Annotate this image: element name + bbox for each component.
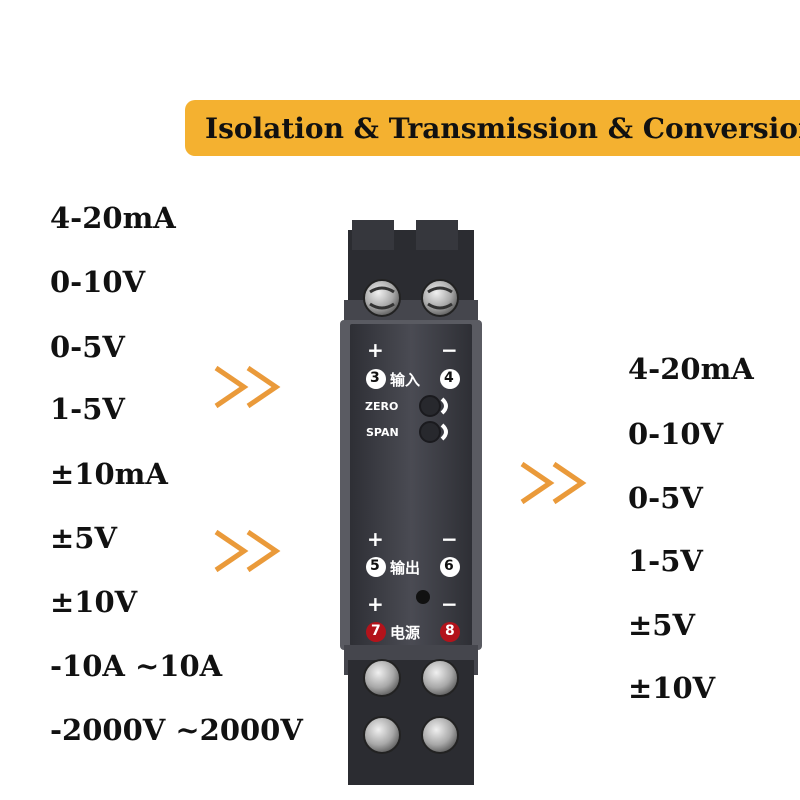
terminal-screw-icon xyxy=(363,279,401,317)
input-range-item: ±10V xyxy=(50,585,138,619)
double-chevron-right-icon xyxy=(520,461,587,505)
input-label: 输入 xyxy=(390,371,421,389)
plus-label: + xyxy=(367,527,384,551)
span-potentiometer-icon xyxy=(419,421,441,443)
terminal-7-label: 7 xyxy=(371,623,381,639)
output-range-item: 0-10V xyxy=(628,417,724,451)
terminal-4-label: 4 xyxy=(444,370,454,386)
input-range-item: 4-20mA xyxy=(50,201,176,235)
terminal-screw-icon xyxy=(421,659,459,697)
input-range-item: -2000V ~2000V xyxy=(50,713,303,747)
terminal-screw-icon xyxy=(363,716,401,754)
isolator-device xyxy=(340,220,482,785)
input-range-item: ±5V xyxy=(50,521,117,555)
terminal-screw-icon xyxy=(363,659,401,697)
minus-label: − xyxy=(441,592,458,616)
minus-label: − xyxy=(441,527,458,551)
terminal-3-label: 3 xyxy=(370,370,380,386)
double-chevron-right-icon xyxy=(214,365,281,409)
input-range-item: 0-5V xyxy=(50,330,125,364)
input-range-item: ±10mA xyxy=(50,457,168,491)
input-range-item: -10A ~10A xyxy=(50,649,223,683)
input-range-item: 1-5V xyxy=(50,392,125,426)
output-range-item: 0-5V xyxy=(628,481,703,515)
power-label: 电源 xyxy=(390,624,421,642)
terminal-8-label: 8 xyxy=(445,623,455,639)
span-label: SPAN xyxy=(366,426,399,439)
minus-label: − xyxy=(441,338,458,362)
output-range-item: 1-5V xyxy=(628,544,703,578)
zero-potentiometer-icon xyxy=(419,395,441,417)
plus-label: + xyxy=(367,338,384,362)
input-range-item: 0-10V xyxy=(50,265,146,299)
output-range-item: 4-20mA xyxy=(628,352,754,386)
zero-label: ZERO xyxy=(365,400,399,413)
terminal-screw-icon xyxy=(421,716,459,754)
title-banner: Isolation & Transmission & Conversion xyxy=(185,100,800,156)
terminal-5-label: 5 xyxy=(370,558,380,574)
terminal-6-label: 6 xyxy=(444,558,454,574)
power-indicator-icon xyxy=(416,590,430,604)
banner-title: Isolation & Transmission & Conversion xyxy=(205,111,800,145)
output-range-item: ±10V xyxy=(628,671,716,705)
output-label: 输出 xyxy=(390,559,421,577)
output-range-item: ±5V xyxy=(628,608,695,642)
double-chevron-right-icon xyxy=(214,529,281,573)
plus-label: + xyxy=(367,592,384,616)
terminal-screw-icon xyxy=(421,279,459,317)
